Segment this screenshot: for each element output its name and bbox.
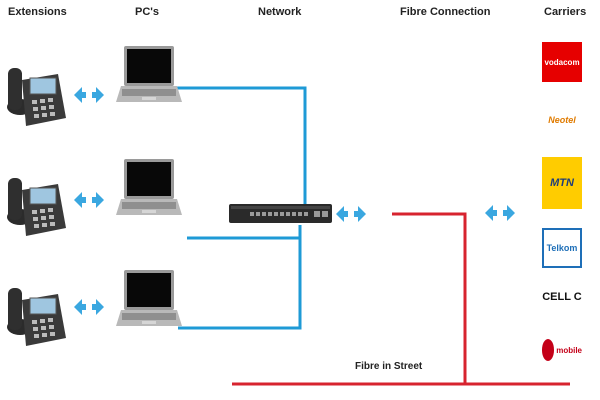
lan-cable-2 — [187, 225, 302, 240]
bidirectional-arrow-icon — [74, 299, 104, 315]
virgin-badge-icon — [542, 339, 555, 361]
phone-icon — [6, 177, 67, 237]
phone-icon — [6, 67, 67, 127]
carrier-label: vodacom — [544, 57, 580, 67]
carrier-label: Telkom — [546, 243, 578, 253]
bidirectional-arrow-icon — [485, 205, 515, 221]
lan-cable-3 — [178, 225, 302, 330]
cellc-logo-icon: CELL C — [542, 280, 582, 314]
fibre-in-street-label: Fibre in Street — [355, 361, 423, 372]
pcs-header: PC's — [135, 6, 160, 18]
laptop-icon — [116, 46, 182, 102]
bidirectional-arrow-icon — [74, 87, 104, 103]
phone-icon — [6, 287, 67, 347]
virgin-mobile-logo-icon: mobile — [542, 330, 582, 370]
network-switch-icon — [229, 204, 332, 223]
fibre-cable-vertical — [392, 212, 467, 384]
network-header: Network — [258, 6, 302, 18]
carrier-label: MTN — [550, 177, 574, 189]
lan-cable-1 — [177, 86, 307, 210]
carrier-label: Neotel — [548, 115, 576, 125]
carriers-header: Carriers — [544, 6, 587, 18]
carrier-label: mobile — [556, 345, 582, 355]
telkom-logo-icon: Telkom — [542, 228, 582, 268]
laptop-icon — [116, 270, 182, 326]
bidirectional-arrow-icon — [74, 192, 104, 208]
neotel-logo-icon: Neotel — [542, 100, 582, 140]
laptop-icon — [116, 159, 182, 215]
extensions-header: Extensions — [8, 6, 67, 18]
mtn-logo-icon: MTN — [542, 157, 582, 209]
carrier-label: CELL C — [542, 291, 582, 303]
fibre-connection-header: Fibre Connection — [400, 6, 491, 18]
vodacom-logo-icon: vodacom — [542, 42, 582, 82]
bidirectional-arrow-icon — [336, 206, 366, 222]
